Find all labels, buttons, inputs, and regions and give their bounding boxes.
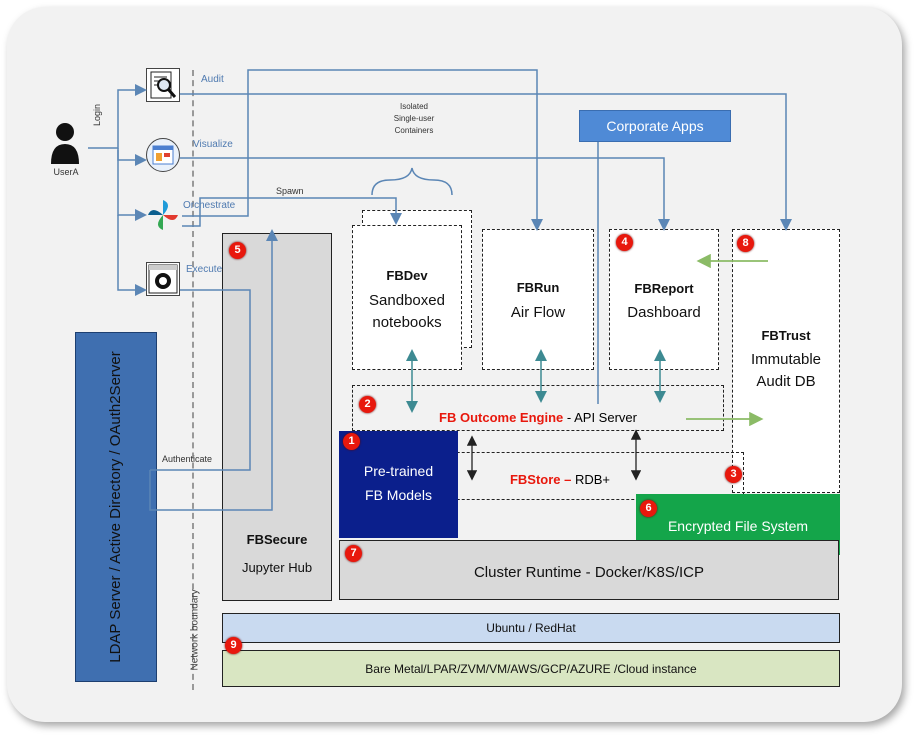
fbdev-line1: Sandboxed [369, 292, 445, 309]
cluster-runtime-label: Cluster Runtime - Docker/K8S/ICP [473, 564, 705, 581]
fbreport-box [609, 229, 719, 370]
orchestrate-label: Orchestrate [183, 200, 236, 211]
fbsecure-title: FBSecure [246, 532, 308, 547]
authenticate-label: Authenticate [162, 454, 213, 464]
user-label: UserA [53, 167, 79, 177]
ubuntu-label: Ubuntu / RedHat [486, 621, 576, 635]
containers-note-line-1: Isolated [399, 102, 429, 111]
badge-1: 1 [343, 433, 360, 450]
ldap-server-box [75, 332, 157, 682]
fbdev-box [352, 225, 462, 370]
spawn-label: Spawn [276, 186, 304, 196]
ubuntu-bar [222, 613, 840, 643]
user-icon [50, 120, 80, 165]
visualize-label: Visualize [193, 139, 233, 150]
fbtrust-title: FBTrust [761, 328, 811, 343]
execute-icon[interactable] [146, 262, 180, 296]
ldap-server-label: LDAP Server / Active Directory / OAuth2S… [107, 351, 124, 663]
badge-8: 8 [737, 235, 754, 252]
cluster-runtime-box [339, 540, 839, 600]
fbrun-box [482, 229, 594, 370]
fbrun-title: FBRun [516, 280, 560, 295]
containers-note-line-2: Single-user [393, 114, 435, 123]
orchestrate-icon[interactable] [146, 198, 180, 232]
fbsecure-sub: Jupyter Hub [241, 560, 313, 575]
badge-7: 7 [345, 545, 362, 562]
outcome-engine-suffix: - API Server [563, 410, 637, 425]
fbdev-title: FBDev [386, 268, 428, 283]
fbtrust-line1: Immutable [750, 351, 822, 368]
pretrained-models-line1: Pre-trained [363, 463, 434, 479]
fbstore-title: FBStore – [509, 472, 572, 487]
audit-icon[interactable] [146, 68, 180, 102]
fbtrust-box [732, 229, 840, 493]
badge-4: 4 [616, 234, 633, 251]
badge-2: 2 [359, 396, 376, 413]
fbdev-line2: notebooks [372, 314, 442, 331]
fbstore-label: FBStore – RDB+ [460, 472, 660, 487]
visualize-icon[interactable] [146, 138, 180, 172]
outcome-engine-label: FB Outcome Engine - API Server [352, 410, 724, 425]
corporate-apps-box: Corporate Apps [579, 110, 731, 142]
containers-note-line-3: Containers [394, 126, 434, 135]
badge-5: 5 [229, 242, 246, 259]
fbrun-line1: Air Flow [510, 304, 566, 321]
fbtrust-line2: Audit DB [756, 373, 816, 390]
login-label: Login [92, 103, 103, 127]
encrypted-fs-label: Encrypted File System [667, 518, 809, 534]
pretrained-models-line2: FB Models [365, 487, 432, 503]
fbstore-suffix: RDB+ [571, 472, 611, 487]
badge-3: 3 [725, 466, 742, 483]
fbreport-title: FBReport [634, 281, 694, 296]
fbreport-line1: Dashboard [627, 304, 701, 321]
outcome-engine-title: FB Outcome Engine [439, 410, 564, 425]
network-boundary-label: Network boundary [189, 589, 201, 671]
pretrained-models-box [339, 431, 458, 538]
audit-label: Audit [201, 74, 224, 85]
baremetal-bar [222, 650, 840, 687]
badge-6: 6 [640, 500, 657, 517]
baremetal-label: Bare Metal/LPAR/ZVM/VM/AWS/GCP/AZURE /Cl… [365, 662, 697, 676]
badge-9: 9 [225, 637, 242, 654]
execute-label: Execute [186, 264, 223, 275]
containers-note: Isolated Single-user Containers [374, 101, 454, 137]
